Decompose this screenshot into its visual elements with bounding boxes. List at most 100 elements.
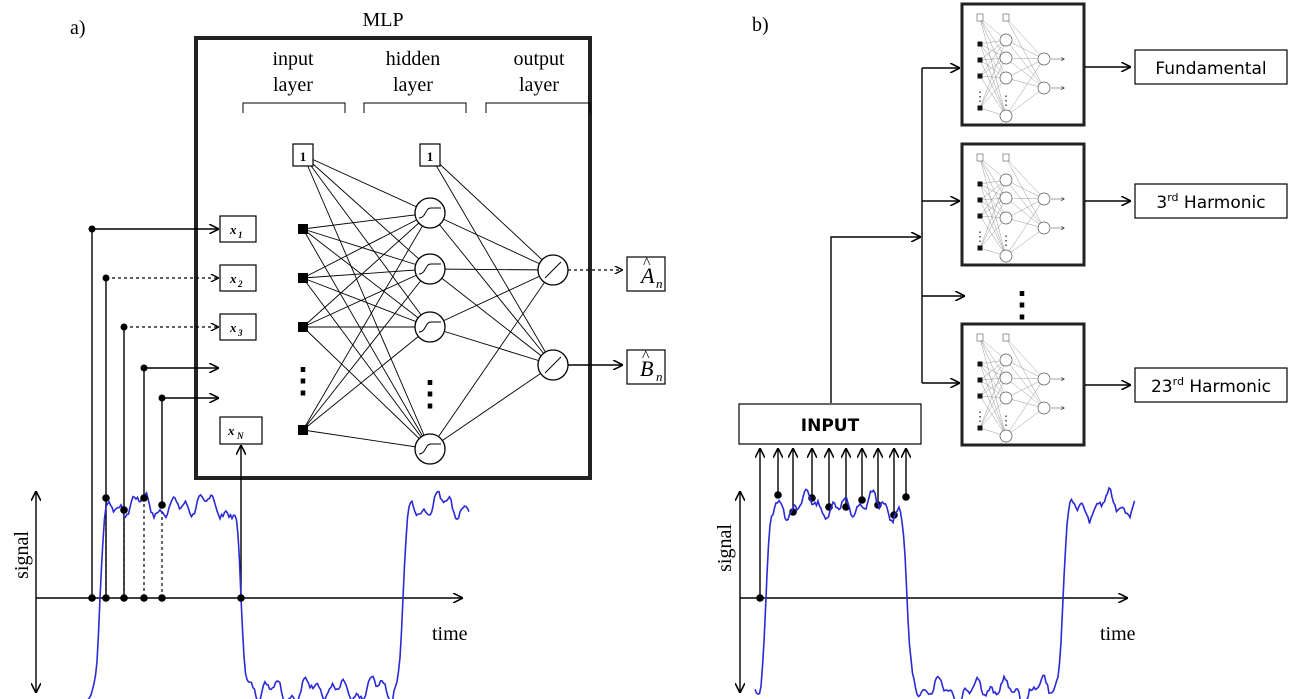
output-b-hat: ^ <box>642 348 650 365</box>
connection-line <box>429 268 554 271</box>
connection-line <box>302 154 431 328</box>
hidden-neuron-1 <box>414 197 446 229</box>
svg-text:3rd Harmonic: 3rd Harmonic <box>1156 191 1265 213</box>
input-neurons: ⋮ <box>286 224 320 435</box>
input-layer-label-2: layer <box>273 74 313 96</box>
hidden-ellipsis: ⋮ <box>413 376 447 413</box>
signal-axis-label-a: signal <box>11 531 33 579</box>
svg-text:⋮: ⋮ <box>1000 93 1013 108</box>
signal-waveform-b <box>754 486 1136 699</box>
connection-line <box>302 277 431 450</box>
svg-text:Fundamental: Fundamental <box>1155 59 1266 79</box>
svg-text:N: N <box>236 431 244 441</box>
mlp-title: MLP <box>362 9 403 31</box>
input-xn-box: x N <box>219 416 263 445</box>
svg-text:1: 1 <box>238 230 243 240</box>
svg-text:x: x <box>229 271 237 286</box>
output-b-letter: B <box>640 356 653 381</box>
time-axis-label-a: time <box>432 623 468 645</box>
signal-axis-label-b: signal <box>714 524 736 572</box>
hidden-neuron-n <box>414 433 446 465</box>
connection-line <box>302 154 431 214</box>
sampling-connections <box>88 226 242 597</box>
output-layer-label-1: output <box>513 48 565 70</box>
svg-text:⋮: ⋮ <box>974 409 987 424</box>
bias-node-input: 1 <box>292 143 314 167</box>
connection-line <box>302 277 431 328</box>
connection-line <box>302 429 431 450</box>
connection-line <box>302 268 431 279</box>
connection-line <box>302 212 431 328</box>
panel-a-label: a) <box>70 17 86 39</box>
svg-text:3: 3 <box>237 328 243 338</box>
svg-text:1: 1 <box>427 149 434 164</box>
svg-text:1: 1 <box>300 149 307 164</box>
input-ellipsis: ⋮ <box>286 363 320 400</box>
output-layer-bracket <box>485 102 591 113</box>
distribution-lines: ⋮ <box>830 68 1039 403</box>
output-layer-label-2: layer <box>519 74 559 96</box>
connection-line <box>429 326 554 366</box>
connection-line <box>429 154 554 271</box>
input-x1-box: x 1 <box>219 215 257 243</box>
svg-text:⋮: ⋮ <box>974 89 987 104</box>
mini-mlp-3: ⋮⋮ <box>960 322 1086 447</box>
connection-line <box>302 154 431 270</box>
mlp-frame <box>194 36 592 480</box>
input-box: INPUT <box>738 403 922 445</box>
output-a-hat: ^ <box>643 255 651 272</box>
input-neuron-2 <box>298 273 308 283</box>
connection-line <box>429 268 554 366</box>
input-layer-label-1: input <box>272 48 314 70</box>
sample-point <box>789 508 797 516</box>
time-axis-label-b: time <box>1100 623 1136 645</box>
output-a-letter: A <box>639 263 655 288</box>
output-neuron-a <box>537 254 569 286</box>
label-twentythird-harmonic: 23rd Harmonic <box>1134 367 1288 403</box>
hidden-neuron-3 <box>414 311 446 343</box>
mini-mlp-2: ⋮⋮ <box>960 142 1086 267</box>
output-b-sub: n <box>656 369 663 384</box>
input-x2-box: x 2 <box>219 264 257 292</box>
hidden-layer-bracket <box>363 102 467 113</box>
connection-line <box>429 269 554 328</box>
svg-text:⋮: ⋮ <box>974 229 987 244</box>
output-a-box: A ^ n <box>626 255 666 292</box>
connection-line <box>302 268 431 328</box>
panel-b: b) ⋮⋮⋮⋮⋮⋮ ⋮ Fundamental 3rd Harmonic 23r <box>714 2 1288 699</box>
output-a-sub: n <box>656 276 663 291</box>
svg-text:23rd Harmonic: 23rd Harmonic <box>1151 375 1271 397</box>
svg-text:⋮: ⋮ <box>1000 233 1013 248</box>
hidden-layer-label-2: layer <box>393 74 433 96</box>
svg-text:2: 2 <box>237 279 243 289</box>
sample-point <box>774 491 782 499</box>
panel-a: a) MLP input layer hidden layer output l… <box>11 9 666 699</box>
connection-line <box>429 269 554 450</box>
sample-points-a <box>88 494 245 602</box>
bias-node-hidden: 1 <box>419 143 441 167</box>
connection-line <box>429 212 554 271</box>
connection-line <box>302 154 431 450</box>
panel-b-label: b) <box>752 14 769 36</box>
signal-waveform-a <box>87 490 470 699</box>
label-fundamental: Fundamental <box>1134 49 1288 85</box>
hidden-layer-label-1: hidden <box>386 48 440 70</box>
connection-line <box>302 212 431 279</box>
connection-line <box>302 212 431 431</box>
input-neuron-3 <box>298 322 308 332</box>
connection-line <box>429 364 554 450</box>
input-layer-bracket <box>242 102 346 113</box>
connection-line <box>302 268 431 431</box>
sampling-arrows-b <box>756 449 910 602</box>
connection-line <box>302 212 431 230</box>
connection-line <box>302 228 431 450</box>
output-b-box: B ^ n <box>626 348 666 385</box>
svg-text:x: x <box>229 222 237 237</box>
input-x3-box: x 3 <box>219 313 257 341</box>
label-third-harmonic: 3rd Harmonic <box>1134 183 1288 219</box>
sample-point <box>902 493 910 501</box>
svg-text:x: x <box>229 320 237 335</box>
connection-line <box>302 228 431 270</box>
mini-mlp-1: ⋮⋮ <box>960 2 1086 127</box>
